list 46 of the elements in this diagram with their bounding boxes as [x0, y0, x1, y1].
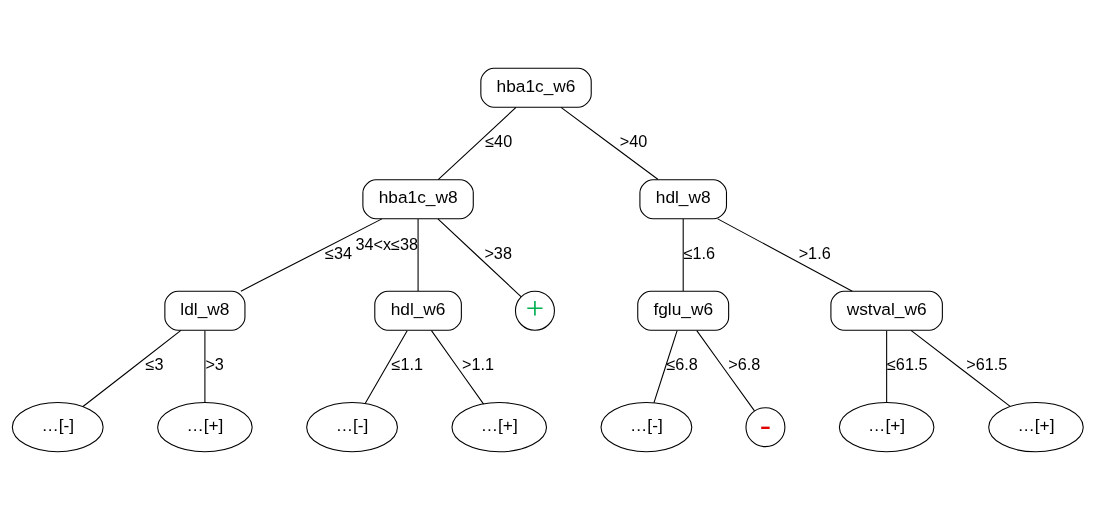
- edge-label: ≤61.5: [886, 355, 928, 374]
- node-ellipse: …[-]: [306, 402, 398, 453]
- node-box: hba1c_w8: [362, 179, 474, 220]
- connector: [437, 218, 522, 298]
- node-box: fglu_w6: [637, 290, 730, 331]
- node-ellipse: …[+]: [157, 402, 253, 453]
- edge-label: ≤40: [485, 132, 513, 151]
- node-circle: +: [514, 290, 555, 331]
- edge-label: >1.1: [462, 355, 495, 374]
- edge-label: >6.8: [728, 355, 761, 374]
- node-box: hdl_w8: [639, 179, 728, 220]
- connector: [717, 218, 853, 292]
- node-ellipse: …[+]: [451, 402, 548, 453]
- node-box: wstval_w6: [830, 290, 943, 331]
- edge-label: 34<x≤38: [355, 234, 418, 253]
- connector: [910, 329, 1011, 407]
- edge-label: >40: [619, 132, 648, 151]
- edge-label: >1.6: [798, 243, 831, 262]
- edge-label: >3: [205, 355, 224, 374]
- edge-label: >61.5: [966, 355, 1008, 374]
- connector: [696, 330, 755, 412]
- node-box: hba1c_w6: [480, 67, 592, 108]
- connector: [437, 106, 517, 181]
- connector: [240, 218, 383, 292]
- edge-label: >38: [484, 243, 512, 262]
- node-ellipse: …[-]: [11, 402, 104, 453]
- connector: [430, 330, 485, 405]
- node-box: hdl_w6: [374, 290, 462, 331]
- connector: [364, 330, 408, 405]
- connector: [204, 330, 206, 403]
- node-ellipse: …[-]: [600, 402, 693, 453]
- connector: [417, 218, 419, 292]
- edge-label: ≤34: [325, 243, 353, 262]
- edge-label: ≤1.1: [391, 355, 423, 374]
- connector: [653, 330, 678, 404]
- edge-label: ≤1.6: [683, 243, 716, 262]
- node-box: ldl_w8: [164, 290, 246, 331]
- connector: [682, 218, 684, 292]
- connector: [560, 106, 659, 181]
- edge-label: ≤3: [145, 355, 164, 374]
- node-ellipse: …[+]: [988, 402, 1084, 453]
- edge-label: ≤6.8: [666, 355, 698, 374]
- connector: [886, 330, 888, 403]
- connector: [82, 329, 182, 408]
- node-circle: -: [745, 407, 786, 448]
- node-ellipse: …[+]: [838, 402, 935, 453]
